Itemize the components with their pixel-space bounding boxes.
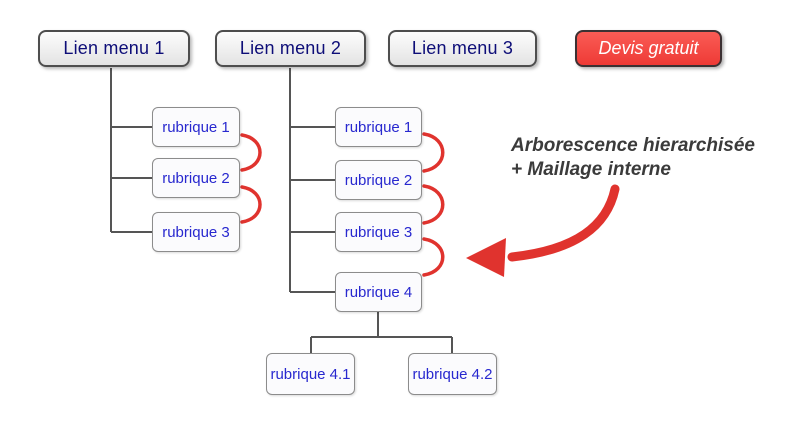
nav-button-menu1-label: Lien menu 1 bbox=[63, 38, 165, 58]
node-label: rubrique 4.1 bbox=[270, 365, 351, 383]
annotation-text: Arborescence hierarchisée + Maillage int… bbox=[511, 134, 771, 182]
node-label: rubrique 3 bbox=[162, 223, 230, 241]
maillage-arc-m2-2-3 bbox=[422, 184, 445, 225]
nav-button-menu3[interactable]: Lien menu 3 bbox=[388, 30, 537, 67]
node-label: rubrique 3 bbox=[344, 223, 413, 241]
node-menu1-rubrique3: rubrique 3 bbox=[152, 212, 240, 252]
node-menu1-rubrique2: rubrique 2 bbox=[152, 158, 240, 198]
cta-button-label: Devis gratuit bbox=[598, 38, 699, 58]
maillage-arc-m1-1-2 bbox=[240, 133, 262, 172]
node-rubrique4-1: rubrique 4.1 bbox=[266, 353, 355, 395]
annotation-arrow bbox=[466, 184, 620, 277]
node-menu2-rubrique4: rubrique 4 bbox=[335, 272, 422, 312]
tree-connector-rubrique4-children bbox=[310, 312, 453, 353]
annotation-arrow-shaft bbox=[507, 184, 620, 262]
tree-connectors bbox=[110, 68, 453, 353]
node-label: rubrique 4 bbox=[344, 283, 413, 301]
maillage-arc-m2-3-4 bbox=[422, 237, 445, 277]
nav-button-menu3-label: Lien menu 3 bbox=[411, 38, 514, 58]
node-menu2-rubrique1: rubrique 1 bbox=[335, 107, 422, 147]
node-menu1-rubrique1: rubrique 1 bbox=[152, 107, 240, 147]
node-label: rubrique 2 bbox=[344, 171, 413, 189]
nav-button-menu1[interactable]: Lien menu 1 bbox=[38, 30, 190, 67]
node-label: rubrique 1 bbox=[344, 118, 413, 136]
node-label: rubrique 4.2 bbox=[412, 365, 493, 383]
annotation-arrow-head bbox=[466, 238, 506, 277]
nav-button-menu2-label: Lien menu 2 bbox=[239, 38, 342, 58]
maillage-arc-m2-1-2 bbox=[422, 132, 445, 173]
tree-connector-menu2 bbox=[289, 68, 335, 293]
maillage-arcs bbox=[240, 132, 445, 277]
cta-button-devis-gratuit[interactable]: Devis gratuit bbox=[575, 30, 722, 67]
tree-connector-menu1 bbox=[110, 68, 152, 233]
annotation-line2: + Maillage interne bbox=[511, 159, 671, 180]
node-label: rubrique 1 bbox=[162, 118, 230, 136]
node-label: rubrique 2 bbox=[162, 169, 230, 187]
nav-button-menu2[interactable]: Lien menu 2 bbox=[215, 30, 366, 67]
node-rubrique4-2: rubrique 4.2 bbox=[408, 353, 497, 395]
annotation-line1: Arborescence hierarchisée bbox=[511, 135, 755, 156]
node-menu2-rubrique2: rubrique 2 bbox=[335, 160, 422, 200]
node-menu2-rubrique3: rubrique 3 bbox=[335, 212, 422, 252]
maillage-arc-m1-2-3 bbox=[240, 185, 262, 224]
